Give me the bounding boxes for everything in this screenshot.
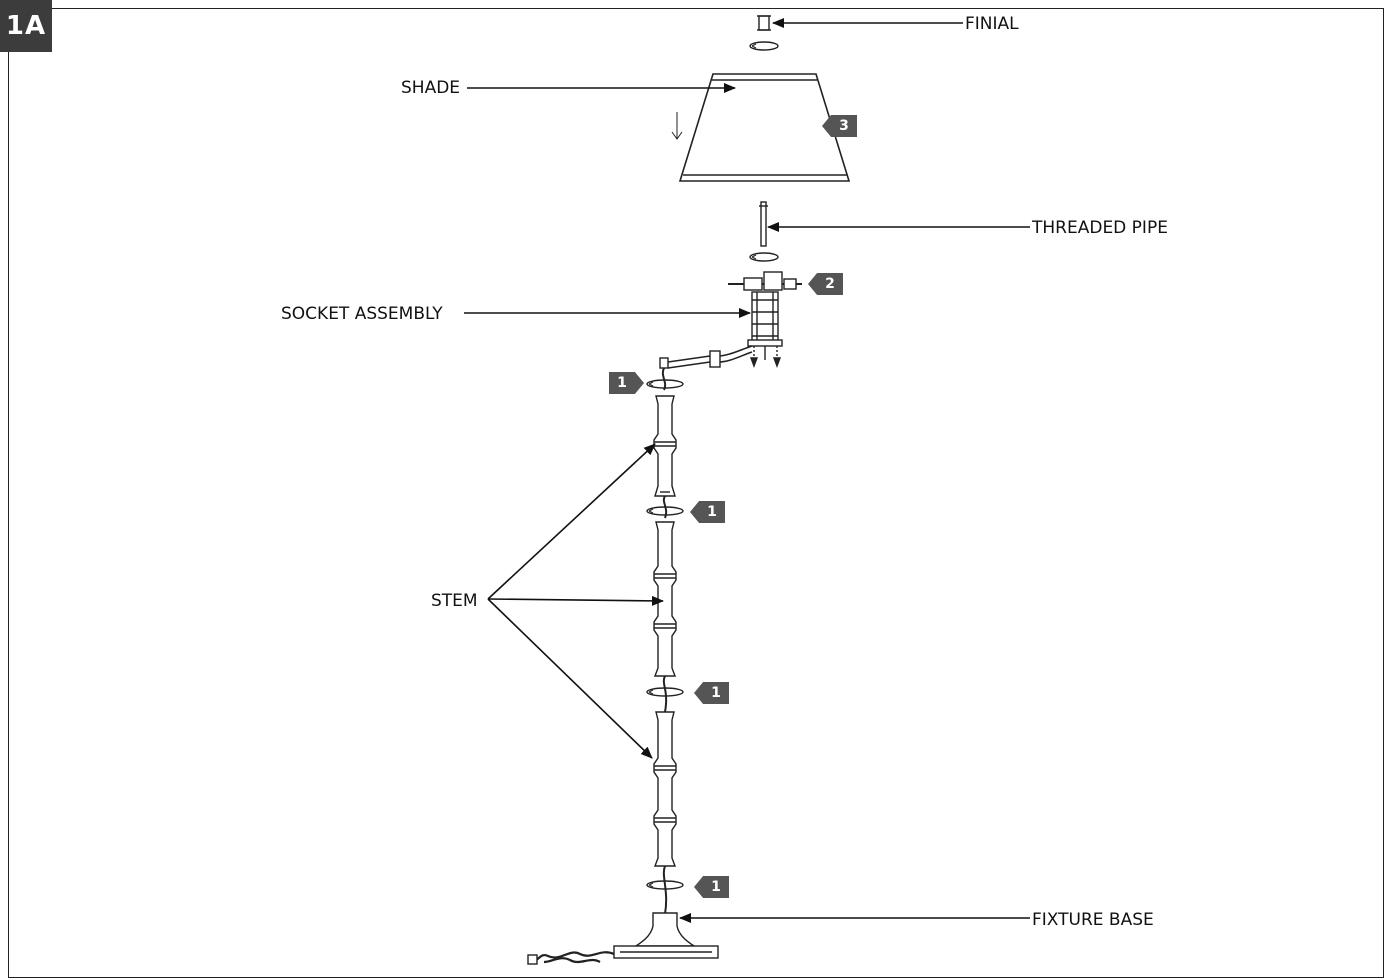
step-tag-joint-3: 1 bbox=[694, 682, 729, 704]
step-tag-joint-2: 1 bbox=[690, 501, 725, 523]
step-tag-joint-base: 1 bbox=[694, 876, 729, 898]
step-tag-socket: 2 bbox=[808, 273, 843, 295]
label-finial: FINIAL bbox=[965, 14, 1019, 34]
step-number-badge: 1A bbox=[0, 0, 52, 52]
callout-arrows bbox=[464, 18, 1030, 923]
stem-section-3 bbox=[646, 687, 684, 915]
stem-arrow-2 bbox=[487, 595, 664, 606]
step-tag-joint-top: 1 bbox=[609, 372, 644, 394]
fixture-base-part bbox=[527, 880, 719, 965]
stem-section-1 bbox=[646, 379, 684, 519]
label-stem: STEM bbox=[431, 591, 478, 611]
stem-section-2 bbox=[646, 506, 684, 713]
step-tag-shade: 3 bbox=[822, 115, 857, 137]
label-fixture-base: FIXTURE BASE bbox=[1032, 910, 1154, 930]
stem-arrow-1 bbox=[487, 443, 656, 600]
stem-arrow-3 bbox=[487, 598, 653, 759]
label-threaded-pipe: THREADED PIPE bbox=[1032, 218, 1168, 238]
threaded-pipe-part bbox=[749, 201, 779, 262]
label-shade: SHADE bbox=[401, 78, 461, 98]
shade-part bbox=[671, 73, 851, 182]
finial-part bbox=[749, 15, 779, 51]
label-socket-assembly: SOCKET ASSEMBLY bbox=[281, 304, 443, 324]
socket-assembly-part bbox=[659, 271, 802, 391]
